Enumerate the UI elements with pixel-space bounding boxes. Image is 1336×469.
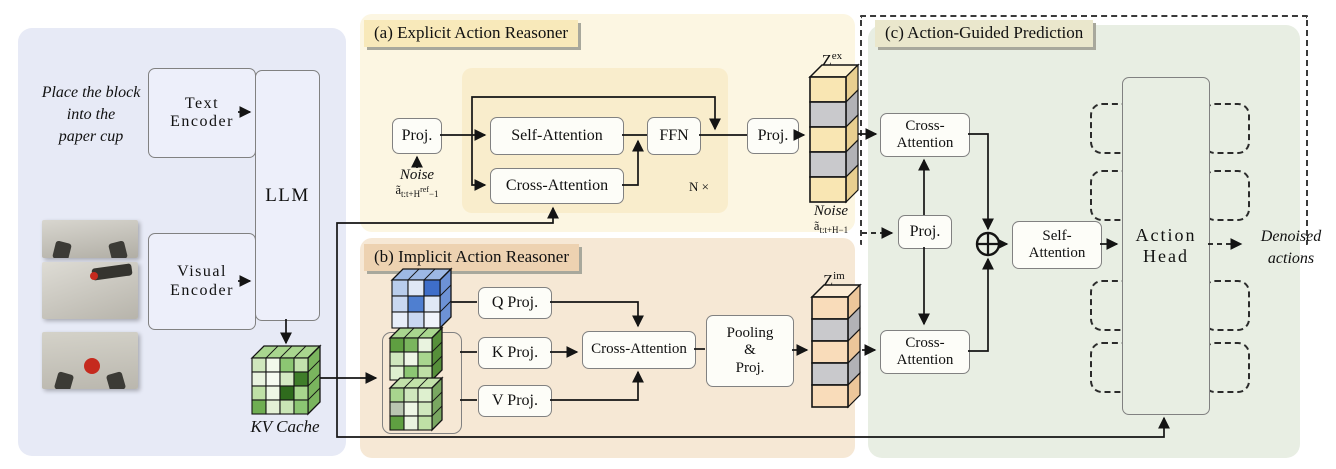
camera-frame-2 — [42, 262, 138, 319]
instruction-line: into the — [66, 106, 116, 124]
cross-attention-box-a: Cross-Attention — [490, 168, 624, 204]
self-attention-box-c: Self- Attention — [1012, 221, 1102, 269]
camera-frame-1 — [42, 220, 138, 258]
box-line: Cross- — [905, 334, 945, 351]
pooling-proj-box: Pooling & Proj. — [706, 315, 794, 387]
noise-symbol: ãt:t+H−1 — [813, 218, 849, 235]
denoised-line: actions — [1267, 249, 1315, 267]
z-im-label: Zim — [823, 270, 845, 290]
ffn-box: FFN — [647, 117, 701, 155]
robot-gripper-icon — [53, 371, 75, 389]
box-line: Head — [1143, 246, 1189, 266]
box-line: Action — [1135, 225, 1197, 246]
camera-frame-3 — [42, 332, 138, 389]
instruction-line: Place the block — [41, 84, 141, 101]
box-line: Attention — [896, 352, 954, 368]
self-attention-box-a: Self-Attention — [490, 117, 624, 155]
denoise-placeholder-box — [1203, 103, 1250, 154]
denoised-actions-label: Denoised actions — [1246, 226, 1336, 269]
robot-gripper-icon — [105, 371, 127, 389]
k-proj-box: K Proj. — [478, 337, 552, 369]
noise-symbol: ãt:t+Href−1 — [395, 182, 439, 199]
robot-gripper-icon — [108, 240, 128, 258]
prediction-panel-title: (c) Action-Guided Prediction — [875, 20, 1094, 47]
repeat-n-times-label: N × — [689, 179, 709, 194]
text-encoder-box: Text Encoder — [148, 68, 256, 158]
denoise-placeholder-box — [1203, 342, 1250, 393]
proj-in-box-a: Proj. — [392, 118, 442, 154]
action-head-box: Action Head — [1122, 77, 1210, 415]
q-proj-box: Q Proj. — [478, 287, 552, 319]
kv-cache-label: KV Cache — [250, 417, 320, 436]
cross-attention-box-b: Cross-Attention — [582, 331, 696, 369]
denoise-placeholder-box — [1203, 170, 1250, 221]
box-line: Self- — [1042, 227, 1072, 244]
noise-label-a: Noise ãt:t+Href−1 — [378, 167, 456, 199]
noise-label-c: Noise ãt:t+H−1 — [800, 203, 862, 235]
red-block-icon — [84, 358, 100, 374]
box-line: Attention — [896, 135, 954, 151]
v-proj-box: V Proj. — [478, 385, 552, 417]
proj-out-box-a: Proj. — [747, 118, 799, 154]
pooling-line: Pooling — [726, 325, 774, 342]
pooling-line: Proj. — [735, 359, 765, 376]
denoise-placeholder-box — [1203, 280, 1250, 331]
instruction-line: paper cup — [58, 128, 124, 146]
robot-gripper-icon — [52, 240, 72, 258]
visual-encoder-box: Visual Encoder — [148, 233, 256, 330]
box-line: Attention — [1028, 245, 1086, 261]
cross-attention-box-c-bottom: Cross- Attention — [880, 330, 970, 374]
red-block-icon — [90, 272, 98, 280]
proj-box-c: Proj. — [898, 215, 952, 249]
cross-attention-box-c-top: Cross- Attention — [880, 113, 970, 157]
robot-arm-icon — [91, 263, 133, 281]
prediction-dashed-frame — [860, 15, 1308, 245]
box-line: Cross- — [905, 117, 945, 134]
pooling-line: & — [744, 342, 756, 359]
denoised-line: Denoised — [1260, 228, 1322, 245]
noise-word: Noise — [399, 167, 435, 183]
kv-token-container — [382, 332, 462, 434]
implicit-panel-title: (b) Implicit Action Reasoner — [364, 244, 579, 271]
z-ex-label: Zex — [821, 50, 843, 70]
language-instruction: Place the block into the paper cup — [26, 82, 156, 148]
explicit-panel-title: (a) Explicit Action Reasoner — [364, 20, 579, 47]
noise-word: Noise — [813, 203, 849, 219]
llm-box: LLM — [255, 70, 320, 321]
